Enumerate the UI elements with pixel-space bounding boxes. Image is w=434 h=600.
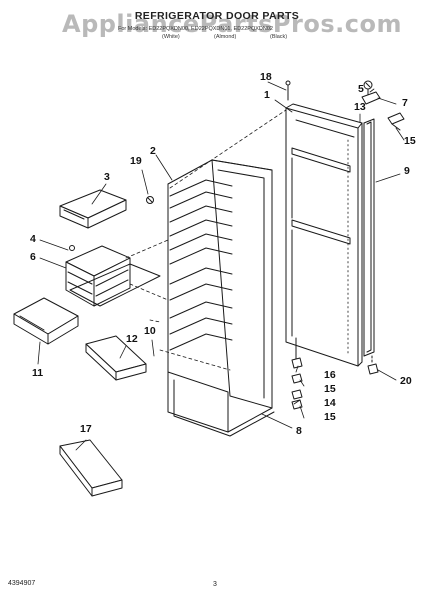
color-code-almond: (Almond) <box>214 34 237 40</box>
callout-19: 19 <box>130 155 142 167</box>
callout-9: 9 <box>404 165 410 177</box>
callout-2: 2 <box>150 145 156 157</box>
alignment-lines <box>125 109 287 371</box>
callout-17: 17 <box>80 423 92 435</box>
door-bin-small <box>85 335 147 381</box>
callout-11: 11 <box>32 367 44 379</box>
callout-10: 10 <box>144 325 156 337</box>
diagram-title: REFRIGERATOR DOOR PARTS <box>134 10 300 22</box>
color-code-black: (Black) <box>270 34 288 40</box>
bottom-hinge-parts <box>291 337 379 410</box>
callout-18: 18 <box>260 71 272 83</box>
callout-13: 13 <box>354 101 366 113</box>
callout-1: 1 <box>264 89 270 101</box>
door-gasket <box>363 118 375 357</box>
document-number: 4394907 <box>8 580 36 587</box>
door-bin-large <box>13 297 79 345</box>
dairy-door-cover <box>59 189 127 229</box>
callout-14: 14 <box>324 397 336 409</box>
models-line: For Models: ED22PQXDN00, ED22PQXDN01, ED… <box>118 26 273 32</box>
callout-15-top: 15 <box>404 135 416 147</box>
callout-6: 6 <box>30 251 36 263</box>
bin-tray-plate <box>69 263 161 307</box>
callout-4: 4 <box>30 233 36 245</box>
callout-15-mid: 15 <box>324 383 336 395</box>
door-liner <box>167 159 275 437</box>
callout-7: 7 <box>402 97 408 109</box>
page-number: 3 <box>213 581 217 588</box>
screw-19 <box>146 196 154 204</box>
callout-12: 12 <box>126 333 138 345</box>
color-code-white: (White) <box>162 34 180 40</box>
callout-5: 5 <box>358 83 364 95</box>
callout-15-bottom: 15 <box>324 411 336 423</box>
callout-8: 8 <box>296 425 302 437</box>
top-hinge <box>361 80 405 131</box>
bottom-door-bin <box>59 439 123 497</box>
door-outer-panel <box>285 103 363 367</box>
dairy-bin <box>65 245 131 307</box>
callout-3: 3 <box>104 171 110 183</box>
callout-16: 16 <box>324 369 336 381</box>
leader-lines <box>37 81 405 451</box>
pin-18 <box>285 80 291 101</box>
callout-20: 20 <box>400 375 412 387</box>
watermark-logo: AppliancePartsPros.com <box>62 10 402 38</box>
